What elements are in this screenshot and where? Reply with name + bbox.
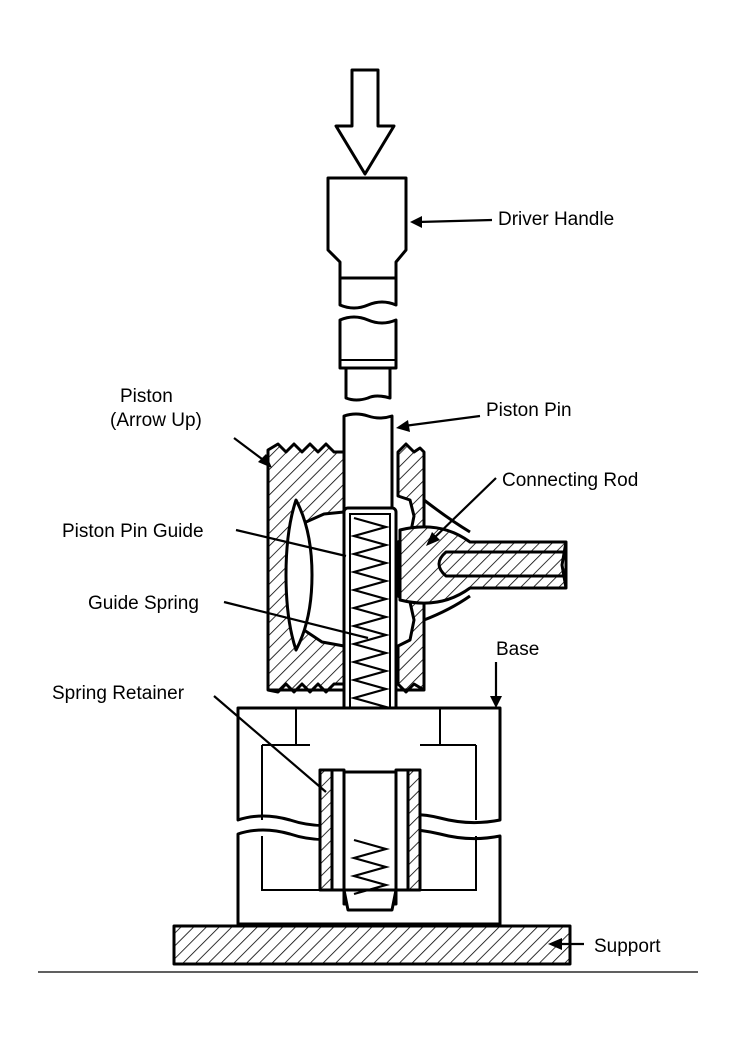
label-support: Support bbox=[594, 936, 661, 957]
force-arrow-icon bbox=[334, 68, 396, 176]
label-piston-pin: Piston Pin bbox=[486, 400, 572, 421]
label-spring-retainer: Spring Retainer bbox=[52, 683, 185, 704]
label-piston-line2: (Arrow Up) bbox=[110, 410, 202, 431]
guide-spring-lower bbox=[349, 838, 391, 896]
label-piston-line1: Piston bbox=[120, 386, 173, 407]
support bbox=[172, 924, 572, 966]
connecting-rod bbox=[398, 498, 568, 622]
label-driver-handle: Driver Handle bbox=[498, 209, 614, 230]
leader-lines bbox=[213, 216, 584, 950]
spring-retainer bbox=[318, 768, 422, 892]
piston bbox=[266, 442, 426, 694]
label-piston-pin-guide: Piston Pin Guide bbox=[62, 521, 204, 542]
label-connecting-rod: Connecting Rod bbox=[502, 470, 638, 491]
driver-handle bbox=[326, 176, 408, 402]
piston-pin bbox=[342, 412, 394, 514]
label-guide-spring: Guide Spring bbox=[88, 593, 199, 614]
base bbox=[236, 706, 502, 926]
label-base: Base bbox=[496, 639, 539, 660]
